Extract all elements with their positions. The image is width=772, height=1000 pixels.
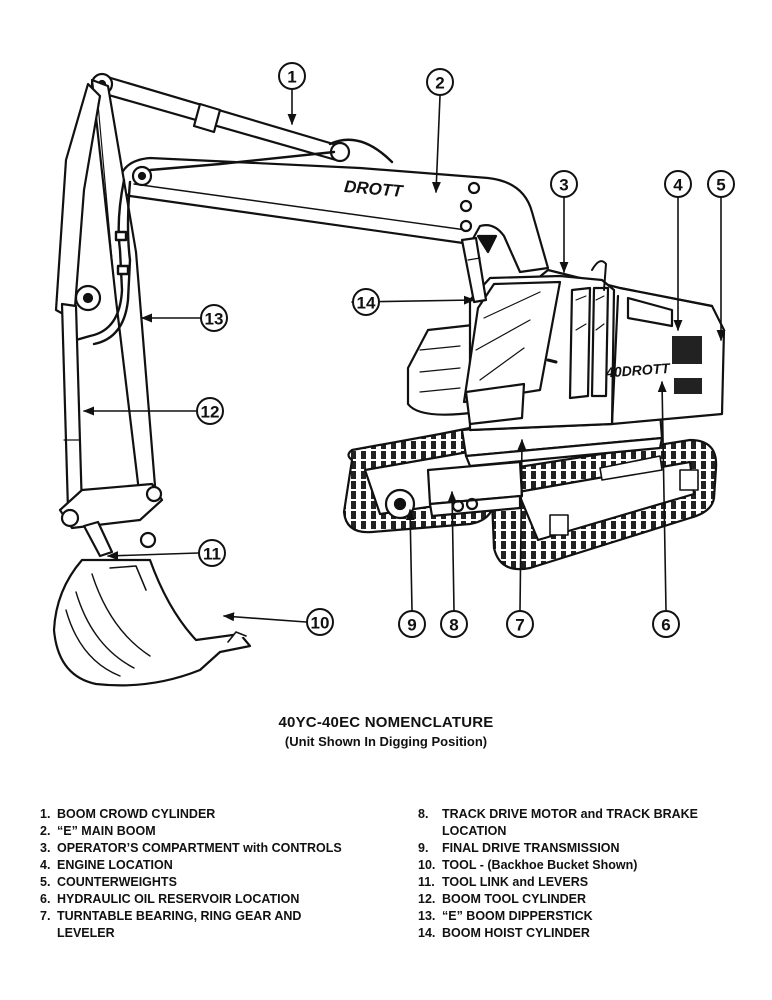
legend-item: 14. BOOM HOIST CYLINDER <box>418 925 748 942</box>
callout-13: 13 <box>205 310 224 329</box>
legend-label: TOOL - (Backhoe Bucket Shown) <box>442 858 638 872</box>
caption-title: 40YC-40EC NOMENCLATURE <box>278 714 494 731</box>
callout-leaders <box>82 89 726 623</box>
hydraulic-lines <box>74 150 336 346</box>
legend-number: 14. <box>418 926 436 940</box>
boom-crowd-cylinder <box>90 72 394 164</box>
legend-number: 13. <box>418 909 436 923</box>
legend-item: 13. “E” BOOM DIPPERSTICK <box>418 908 748 925</box>
legend-number: 12. <box>418 892 436 906</box>
cab-logo: 40DROTT <box>605 360 672 381</box>
legend-item: 6. HYDRAULIC OIL RESERVOIR LOCATION <box>40 891 390 908</box>
legend-label: FINAL DRIVE TRANSMISSION <box>442 841 620 855</box>
boom-hoist-cylinder <box>460 236 488 304</box>
legend-label: BOOM HOIST CYLINDER <box>442 926 590 940</box>
legend-item: 11. TOOL LINK and LEVERS <box>418 874 748 891</box>
legend-label: TRACK DRIVE MOTOR and TRACK BRAKE LOCATI… <box>442 807 699 838</box>
legend-label: TOOL LINK and LEVERS <box>442 875 589 889</box>
legend-label: OPERATOR’S COMPARTMENT with CONTROLS <box>57 841 342 855</box>
legend-number: 4. <box>40 858 51 872</box>
legend-label: “E” MAIN BOOM <box>57 824 156 838</box>
callout-3: 3 <box>559 176 568 195</box>
callout-circles <box>196 62 735 638</box>
callout-9: 9 <box>407 616 416 635</box>
legend-left-column: 1. BOOM CROWD CYLINDER 2. “E” MAIN BOOM … <box>40 806 390 942</box>
callout-12: 12 <box>201 403 220 422</box>
callout-11: 11 <box>203 545 221 564</box>
legend-label: BOOM CROWD CYLINDER <box>57 807 216 821</box>
legend-item: 8. TRACK DRIVE MOTOR and TRACK BRAKE LOC… <box>418 806 748 840</box>
backhoe-bucket <box>52 558 252 687</box>
legend-number: 2. <box>40 824 51 838</box>
legend-item: 12. BOOM TOOL CYLINDER <box>418 891 748 908</box>
callout-6: 6 <box>661 616 670 635</box>
excavator-diagram: DROTT 40DROTT 1 2 3 4 5 6 7 8 9 10 11 12… <box>52 62 735 687</box>
legend-label: ENGINE LOCATION <box>57 858 173 872</box>
main-boom <box>118 156 550 274</box>
legend-number: 5. <box>40 875 51 889</box>
legend-number: 7. <box>40 909 51 923</box>
legend-item: 9. FINAL DRIVE TRANSMISSION <box>418 840 748 857</box>
callout-10: 10 <box>311 614 330 633</box>
callout-8: 8 <box>449 616 458 635</box>
legend-label: HYDRAULIC OIL RESERVOIR LOCATION <box>57 892 300 906</box>
legend-item: 10. TOOL - (Backhoe Bucket Shown) <box>418 857 748 874</box>
legend-number: 6. <box>40 892 51 906</box>
legend-number: 11. <box>418 875 435 889</box>
legend-item: 1. BOOM CROWD CYLINDER <box>40 806 390 823</box>
legend-number: 8. <box>418 807 429 821</box>
legend-right-column: 8. TRACK DRIVE MOTOR and TRACK BRAKE LOC… <box>418 806 748 942</box>
callout-1: 1 <box>287 68 296 87</box>
legend-label: COUNTERWEIGHTS <box>57 875 177 889</box>
legend-number: 3. <box>40 841 51 855</box>
tool-links <box>58 482 164 576</box>
callout-5: 5 <box>716 176 725 195</box>
legend-item: 5. COUNTERWEIGHTS <box>40 874 390 891</box>
legend-number: 9. <box>418 841 429 855</box>
legend-number: 10. <box>418 858 436 872</box>
callout-4: 4 <box>673 176 683 195</box>
callout-14: 14 <box>357 294 376 313</box>
legend-label: TURNTABLE BEARING, RING GEAR AND LEVELER <box>57 909 302 940</box>
boom-tool-cylinder <box>60 302 84 512</box>
legend-item: 2. “E” MAIN BOOM <box>40 823 390 840</box>
operator-cab <box>462 260 616 432</box>
legend-item: 7. TURNTABLE BEARING, RING GEAR AND LEVE… <box>40 908 390 942</box>
callout-7: 7 <box>515 616 524 635</box>
legend-item: 4. ENGINE LOCATION <box>40 857 390 874</box>
caption-subtitle: (Unit Shown In Digging Position) <box>284 734 488 749</box>
legend-number: 1. <box>40 807 51 821</box>
legend-label: “E” BOOM DIPPERSTICK <box>442 909 593 923</box>
figure-caption: 40YC-40EC NOMENCLATURE (Unit Shown In Di… <box>0 714 772 749</box>
legend-item: 3. OPERATOR’S COMPARTMENT with CONTROLS <box>40 840 390 857</box>
legend-label: BOOM TOOL CYLINDER <box>442 892 586 906</box>
undercarriage <box>426 460 524 518</box>
callout-2: 2 <box>435 74 444 93</box>
